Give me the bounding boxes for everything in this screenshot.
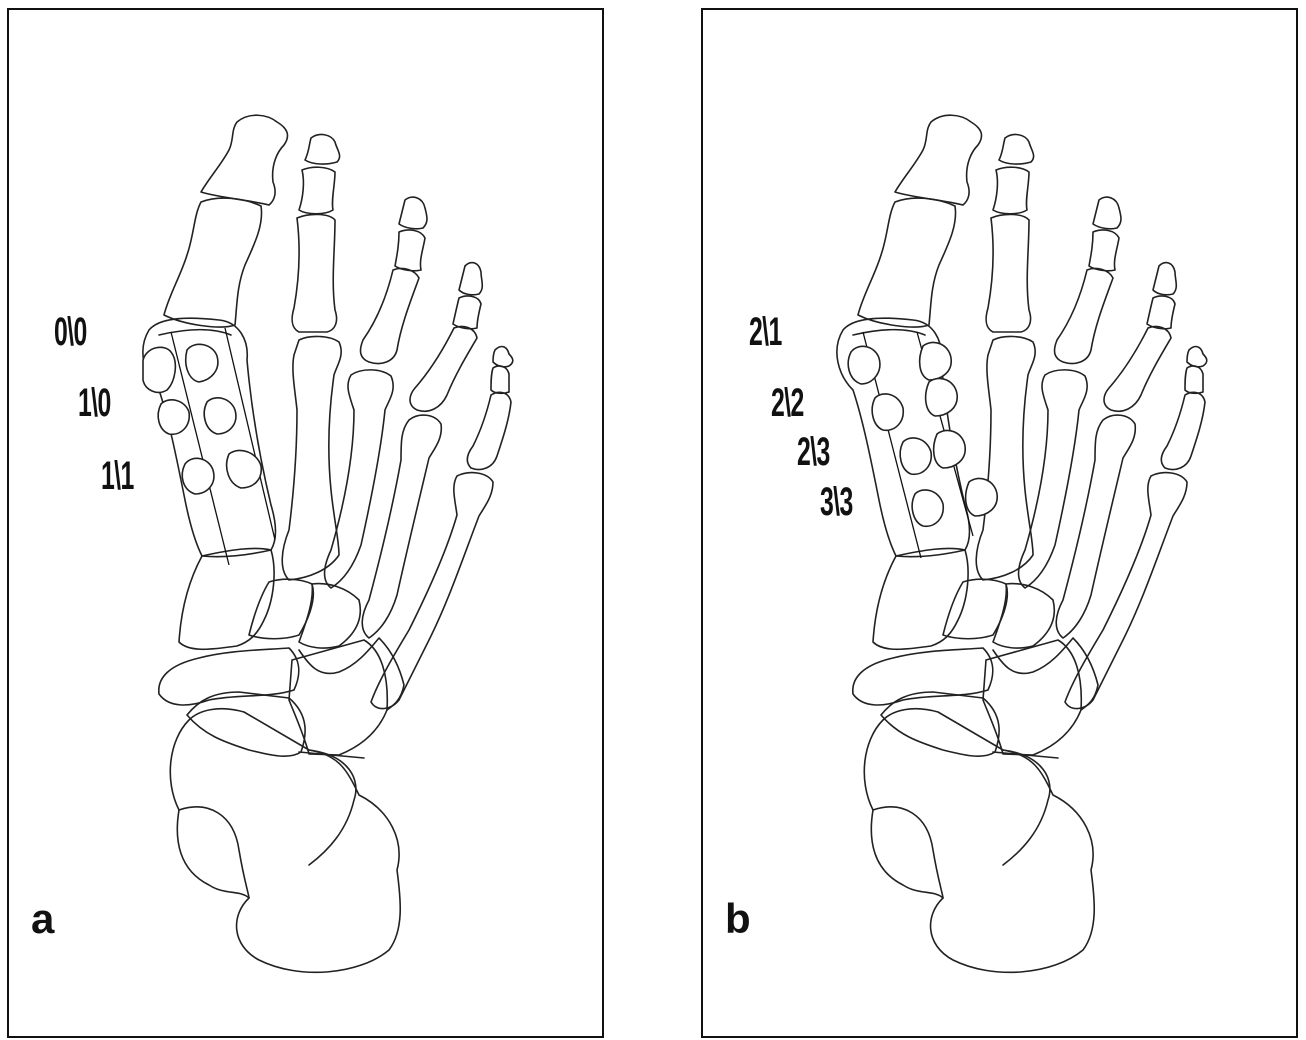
fourth-distal-phalanx (1153, 263, 1176, 295)
foot-bones (143, 115, 513, 972)
second-distal-phalanx (305, 135, 340, 165)
fifth-metatarsal (1065, 473, 1187, 709)
panel-a: 0\0 1\0 1\1 a (7, 8, 604, 1038)
hallux-proximal-phalanx (858, 198, 956, 327)
grade-label: 2\1 (749, 312, 782, 352)
third-metatarsal (1019, 370, 1088, 588)
fifth-proximal-phalanx (1161, 392, 1205, 469)
fourth-proximal-phalanx (1104, 326, 1171, 411)
third-distal-phalanx (1093, 197, 1121, 229)
third-middle-phalanx (1089, 230, 1119, 271)
sesamoid-positions-b (848, 332, 997, 558)
second-metatarsal-axis-line (225, 328, 275, 540)
tibial-sesamoid-3 (182, 458, 214, 494)
fifth-distal-phalanx (493, 347, 513, 367)
fibular-sesamoid (934, 430, 966, 468)
hallux-distal-phalanx (201, 115, 288, 205)
lateral-cuneiform (993, 584, 1054, 648)
fourth-metatarsal (1056, 415, 1135, 638)
foot-skeleton-drawing (703, 10, 1300, 1040)
third-middle-phalanx (395, 230, 425, 271)
panel-letter: b (725, 898, 751, 940)
tibial-sesamoid-1 (143, 347, 175, 392)
grade-label: 2\2 (771, 383, 804, 423)
third-distal-phalanx (399, 197, 427, 229)
third-metatarsal (325, 370, 394, 588)
third-proximal-phalanx (361, 268, 419, 363)
tibial-sesamoid (900, 438, 931, 474)
panel-letter: a (31, 898, 54, 940)
fifth-middle-phalanx (1185, 366, 1203, 393)
grade-label: 1\1 (101, 456, 134, 496)
grade-label: 1\0 (78, 383, 111, 423)
grade-label: 0\0 (54, 312, 87, 352)
fibular-sesamoid (926, 378, 958, 416)
panel-b: 2\1 2\2 2\3 3\3 b (701, 8, 1298, 1038)
hallux-proximal-phalanx (164, 198, 262, 327)
calcaneus-inner (873, 807, 943, 898)
fifth-metatarsal-base (993, 638, 1098, 710)
grade-label: 2\3 (797, 432, 830, 472)
first-metatarsal-head-line (159, 330, 231, 335)
hallux-distal-phalanx (895, 115, 982, 205)
fourth-metatarsal (362, 415, 441, 638)
foot-skeleton-drawing (9, 10, 606, 1040)
calcaneus-inner (179, 807, 249, 898)
fourth-distal-phalanx (459, 263, 482, 295)
lateral-cuneiform (299, 584, 360, 648)
fourth-middle-phalanx (1147, 296, 1175, 329)
second-proximal-phalanx (986, 214, 1030, 332)
second-proximal-phalanx (292, 214, 336, 332)
second-middle-phalanx (993, 167, 1029, 214)
fourth-proximal-phalanx (410, 326, 477, 411)
tibial-sesamoid (848, 346, 880, 384)
fibular-sesamoid (920, 342, 952, 380)
tibial-sesamoid (872, 394, 903, 430)
calcaneus (170, 709, 400, 973)
fourth-middle-phalanx (453, 296, 481, 329)
calcaneus-sustentaculum (1003, 750, 1050, 865)
calcaneus (864, 709, 1094, 973)
sesamoid-positions-a (143, 328, 275, 565)
fibular-sesamoid-1 (186, 344, 218, 382)
fibular-sesamoid-2 (204, 398, 236, 434)
fibular-sesamoid (966, 478, 998, 516)
second-distal-phalanx (999, 135, 1034, 165)
fibular-sesamoid-3 (227, 450, 262, 488)
fifth-middle-phalanx (491, 366, 509, 393)
fifth-metatarsal-base (299, 638, 404, 710)
fifth-distal-phalanx (1187, 347, 1207, 367)
grade-label: 3\3 (820, 482, 853, 522)
tibial-sesamoid (912, 490, 943, 526)
fifth-metatarsal (371, 473, 493, 709)
fifth-proximal-phalanx (467, 392, 511, 469)
tibial-sesamoid-2 (158, 400, 189, 434)
second-middle-phalanx (299, 167, 335, 214)
third-proximal-phalanx (1055, 268, 1113, 363)
foot-bones (837, 115, 1207, 972)
calcaneus-sustentaculum (309, 750, 356, 865)
